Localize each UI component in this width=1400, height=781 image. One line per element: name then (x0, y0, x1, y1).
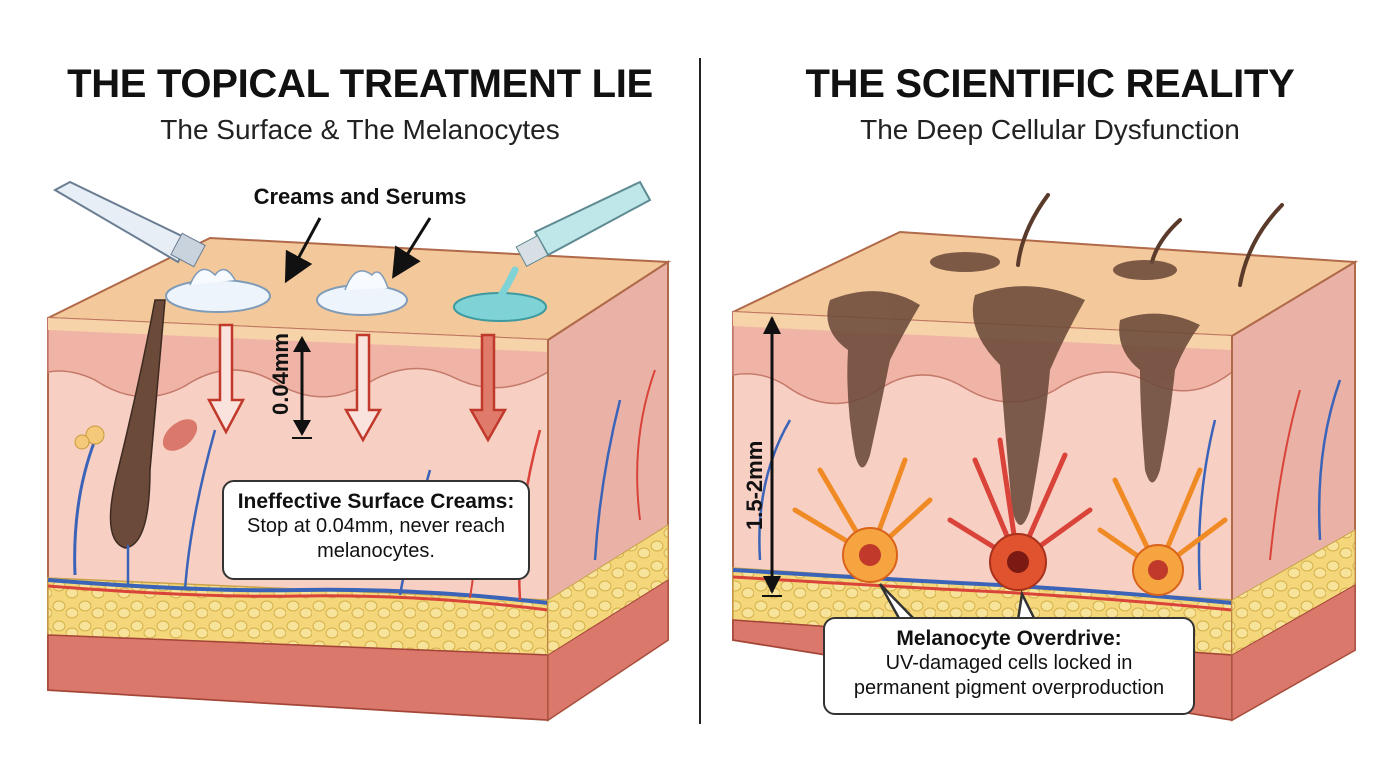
callout-heading: Ineffective Surface Creams: (237, 490, 515, 513)
callout-heading: Melanocyte Overdrive: (896, 627, 1122, 650)
panel-divider (699, 58, 701, 724)
left-panel-title: THE TOPICAL TREATMENT LIE (67, 62, 653, 106)
right-panel-title: THE SCIENTIFIC REALITY (805, 62, 1295, 106)
left-panel-subtitle: The Surface & The Melanocytes (160, 114, 560, 145)
callout-line: Stop at 0.04mm, never reach (247, 515, 505, 537)
callout-line: permanent pigment overproduction (853, 677, 1165, 699)
hair-follicle (109, 299, 166, 549)
ineffective-creams-callout: Ineffective Surface Creams: Stop at 0.04… (222, 480, 530, 580)
right-panel-subtitle: The Deep Cellular Dysfunction (860, 114, 1240, 145)
cream-blob-2 (316, 284, 408, 316)
melanocyte-cells (792, 437, 1228, 596)
callout-line: UV-damaged cells locked in (885, 652, 1133, 674)
cream-blob-1 (165, 279, 271, 313)
pigment-plumes (827, 252, 1200, 525)
serum-tube-right-icon (515, 180, 652, 268)
creams-serums-label: Creams and Serums (253, 184, 467, 209)
callout-line: melanocytes. (317, 540, 435, 562)
right-depth-label: 1.5-2mm (742, 441, 767, 530)
left-stratum (48, 318, 548, 352)
left-depth-label: 0.04mm (268, 333, 293, 415)
hair-strands (1016, 193, 1284, 287)
penetration-arrows (206, 323, 508, 443)
cream-tube-left-icon (52, 180, 206, 268)
melanocyte-overdrive-callout: Melanocyte Overdrive: UV-damaged cells l… (823, 617, 1195, 715)
